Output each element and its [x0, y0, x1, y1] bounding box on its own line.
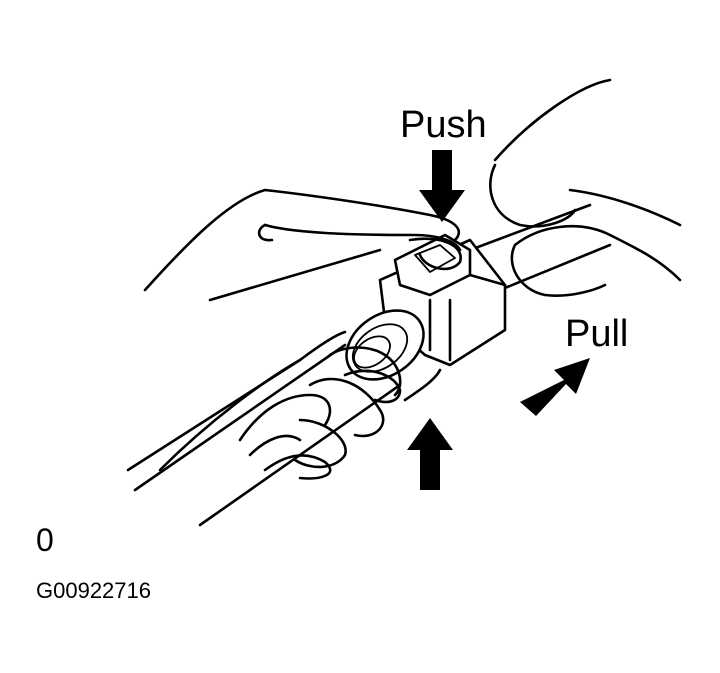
arrow-up-right-icon: [520, 358, 590, 416]
arrow-down-icon: [419, 150, 465, 222]
lower-hand: [158, 330, 442, 480]
upper-hand: [143, 78, 682, 302]
push-label: Push: [400, 104, 487, 146]
pull-label: Pull: [565, 313, 629, 355]
quick-connector: [345, 233, 507, 381]
figure-number: 0: [36, 522, 54, 558]
figure-code: G00922716: [36, 578, 151, 603]
arrow-up-icon: [407, 418, 453, 490]
